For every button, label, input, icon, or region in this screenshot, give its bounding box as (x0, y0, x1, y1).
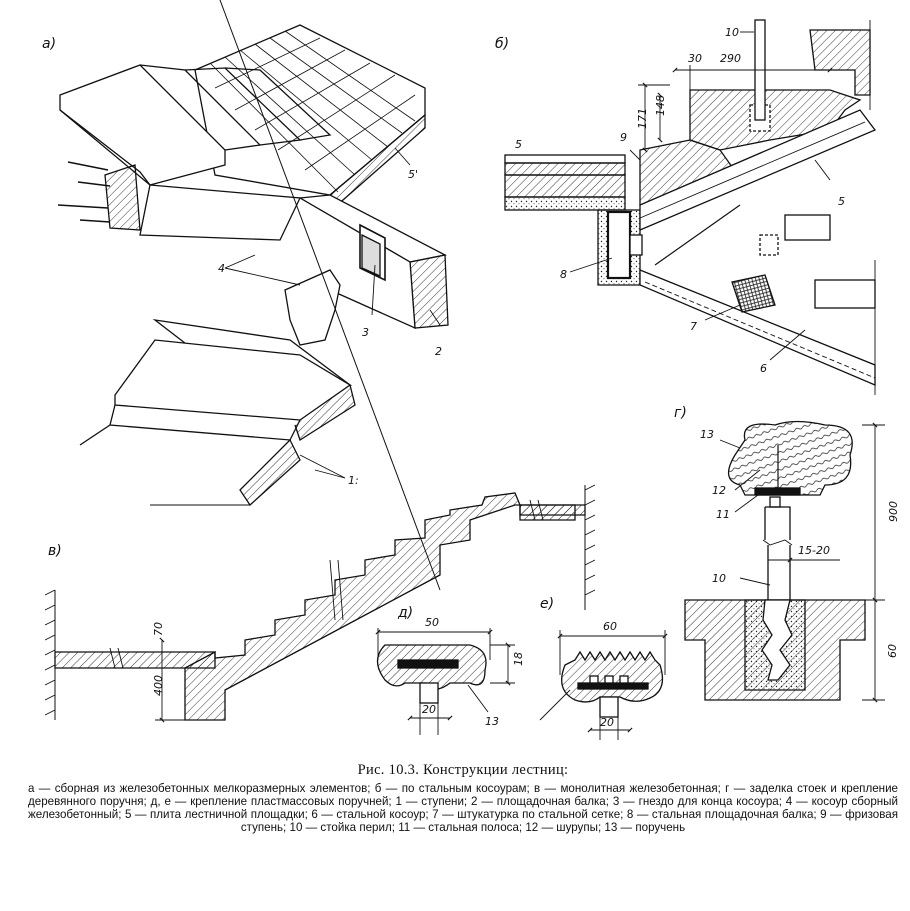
callout-7-b: 7 (690, 320, 697, 333)
dim-20-e: 20 (600, 716, 614, 729)
dims-v (155, 637, 185, 723)
post-d (419, 682, 439, 704)
panel-e-plastic-handrail (539, 630, 668, 740)
landing-slab (504, 174, 626, 198)
upper-landing-slab (519, 504, 586, 516)
callout-5-a: 5' (408, 168, 418, 181)
landing-slab-top (194, 24, 426, 196)
callout-8-b: 8 (560, 268, 567, 281)
callout-9-b: 9 (620, 131, 627, 144)
left-support (104, 164, 141, 231)
callout-6-b: 6 (760, 362, 767, 375)
callout-1-a: 1: (348, 474, 359, 487)
stair-construction-drawing: а) 4 3 2 5' 1: (42, 0, 900, 740)
stringer-lower (284, 269, 341, 346)
dim-148: 148 (654, 95, 667, 116)
panel-label-g: г) (674, 405, 687, 421)
callout-13-g: 13 (700, 428, 714, 441)
upper-wall (809, 29, 871, 96)
mesh-plaster (731, 274, 776, 313)
dim-171: 171 (636, 108, 649, 129)
step-profile-hatch (239, 438, 301, 506)
panel-g-baluster-anchor (684, 420, 885, 703)
dim-15-20: 15-20 (798, 544, 830, 557)
tile-grid (209, 30, 416, 193)
panel-d-plastic-handrail (375, 628, 515, 735)
callout-5-b-left: 5 (515, 138, 522, 151)
panel-label-b: б) (495, 36, 509, 52)
dim-400: 400 (152, 675, 165, 696)
callout-5-b-right: 5 (838, 195, 845, 208)
callout-11-g: 11 (716, 508, 730, 521)
panel-a-precast-stair (57, 24, 449, 506)
caption-body: а — сборная из железобетонных мелкоразме… (28, 782, 898, 834)
dim-20-d: 20 (422, 703, 436, 716)
upper-stringer (639, 109, 877, 231)
monolithic-flight (184, 492, 576, 721)
dim-70: 70 (152, 622, 165, 636)
dim-290: 290 (720, 52, 741, 65)
dims-b (569, 65, 833, 361)
panel-label-v: в) (48, 543, 62, 559)
leaders-a (224, 147, 441, 479)
steel-strip-d (397, 659, 459, 669)
callout-13-d: 13 (485, 715, 499, 728)
callout-4-a: 4 (218, 262, 225, 275)
lower-step-2 (114, 339, 352, 421)
steel-strip-e (577, 682, 649, 690)
panel-label-a: а) (42, 36, 56, 52)
dims-g (719, 422, 885, 703)
dim-60-e: 60 (603, 620, 617, 633)
callout-2-a: 2 (435, 345, 442, 358)
caption-title: Рис. 10.3. Конструкции лестниц: (357, 762, 569, 778)
stringer-upper (139, 184, 301, 241)
callout-10-b: 10 (725, 26, 739, 39)
panel-label-e: е) (540, 596, 554, 612)
steel-landing-beam (606, 210, 632, 280)
dim-18: 18 (512, 652, 525, 666)
post-e (599, 696, 619, 718)
wooden-handrail (728, 420, 853, 496)
callout-3-a: 3 (362, 326, 369, 339)
figure-caption: Рис. 10.3. Конструкции лестниц: а — сбор… (28, 762, 898, 834)
landing-beam-end (409, 254, 449, 329)
dim-900: 900 (887, 501, 900, 522)
anchor-post-end (761, 599, 793, 681)
dim-30: 30 (688, 52, 702, 65)
panel-b-steel-stringers (504, 19, 877, 395)
callout-12-g: 12 (712, 484, 726, 497)
dim-50: 50 (425, 616, 439, 629)
dim-60-g: 60 (886, 644, 899, 658)
panel-v-monolithic-stair (44, 0, 596, 723)
panel-label-d: д) (397, 605, 413, 621)
callout-10-g: 10 (712, 572, 726, 585)
